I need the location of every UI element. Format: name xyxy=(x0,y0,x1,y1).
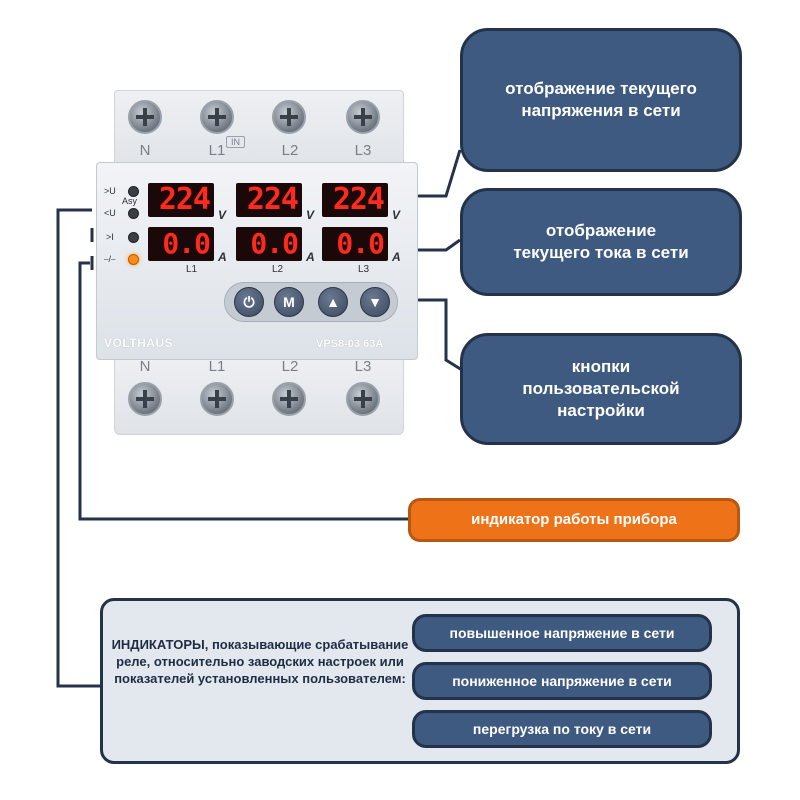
over-current-label: >I xyxy=(106,232,114,242)
channel-label-l2: L2 xyxy=(272,264,284,275)
screw-bottom-l2 xyxy=(272,382,306,416)
screw-bottom-l3 xyxy=(346,382,380,416)
terminal-label-top-l1: L1 xyxy=(208,142,226,159)
terminal-label-bottom-n: N xyxy=(139,358,151,375)
line-power-led xyxy=(78,261,410,521)
screw-top-l3 xyxy=(346,100,380,134)
terminal-label-top-n: N xyxy=(139,142,151,159)
callout-voltage-display: отображение текущего напряжения в сети xyxy=(460,28,742,172)
model-label: VPS8-03 63A xyxy=(316,338,384,350)
line-voltage xyxy=(404,149,462,198)
brand-label: VOLTHAUS xyxy=(104,336,174,350)
terminal-label-bottom-l3: L3 xyxy=(354,358,372,375)
voltage-display-l2: 224 xyxy=(236,183,302,217)
current-unit-l1: A xyxy=(218,250,227,264)
screw-bottom-l1 xyxy=(200,382,234,416)
terminal-label-bottom-l1: L1 xyxy=(208,358,226,375)
terminal-label-top-l3: L3 xyxy=(354,142,372,159)
voltage-unit-l1: V xyxy=(218,208,227,222)
item-under-voltage: пониженное напряжение в сети xyxy=(412,662,712,700)
power-button[interactable]: ⏻ xyxy=(234,287,264,317)
line-buttons xyxy=(398,298,463,372)
screw-top-n xyxy=(128,100,162,134)
voltage-display-l1: 224 xyxy=(148,183,214,217)
item-over-voltage: повышенное напряжение в сети xyxy=(412,614,712,652)
current-unit-l2: A xyxy=(306,250,315,264)
indicators-description: ИНДИКАТОРЫ, показывающие срабатывание ре… xyxy=(111,637,409,686)
line-indicators xyxy=(56,208,102,688)
under-voltage-led xyxy=(128,208,139,219)
power-led xyxy=(128,254,139,265)
screw-top-l1 xyxy=(200,100,234,134)
current-display-l2: 0.0 xyxy=(236,227,302,261)
over-voltage-led xyxy=(128,186,139,197)
over-voltage-label: >U xyxy=(104,186,116,196)
mode-button[interactable]: M xyxy=(274,287,304,317)
channel-label-l1: L1 xyxy=(186,264,198,275)
terminal-label-bottom-l2: L2 xyxy=(281,358,299,375)
current-display-l3: 0.0 xyxy=(322,227,388,261)
callout-power-indicator: индикатор работы прибора xyxy=(408,498,740,542)
current-unit-l3: A xyxy=(392,250,401,264)
line-current xyxy=(404,238,461,252)
asy-label: Asy xyxy=(122,196,138,206)
item-over-current: перегрузка по току в сети xyxy=(412,710,712,748)
screw-bottom-n xyxy=(128,382,162,416)
callout-current-display: отображение текущего тока в сети xyxy=(460,188,742,296)
channel-label-l3: L3 xyxy=(358,264,370,275)
terminal-label-top-l2: L2 xyxy=(281,142,299,159)
callout-settings-buttons: кнопки пользовательской настройки xyxy=(460,333,742,445)
power-label: ⎯/⎯ xyxy=(104,254,116,264)
screw-top-l2 xyxy=(272,100,306,134)
voltage-unit-l2: V xyxy=(306,208,315,222)
over-current-led xyxy=(128,232,139,243)
voltage-unit-l3: V xyxy=(392,208,401,222)
in-label: IN xyxy=(226,136,245,148)
current-display-l1: 0.0 xyxy=(148,227,214,261)
under-voltage-label: <U xyxy=(104,208,116,218)
up-button[interactable]: ▲ xyxy=(318,287,348,317)
voltage-display-l3: 224 xyxy=(322,183,388,217)
down-button[interactable]: ▼ xyxy=(360,287,390,317)
